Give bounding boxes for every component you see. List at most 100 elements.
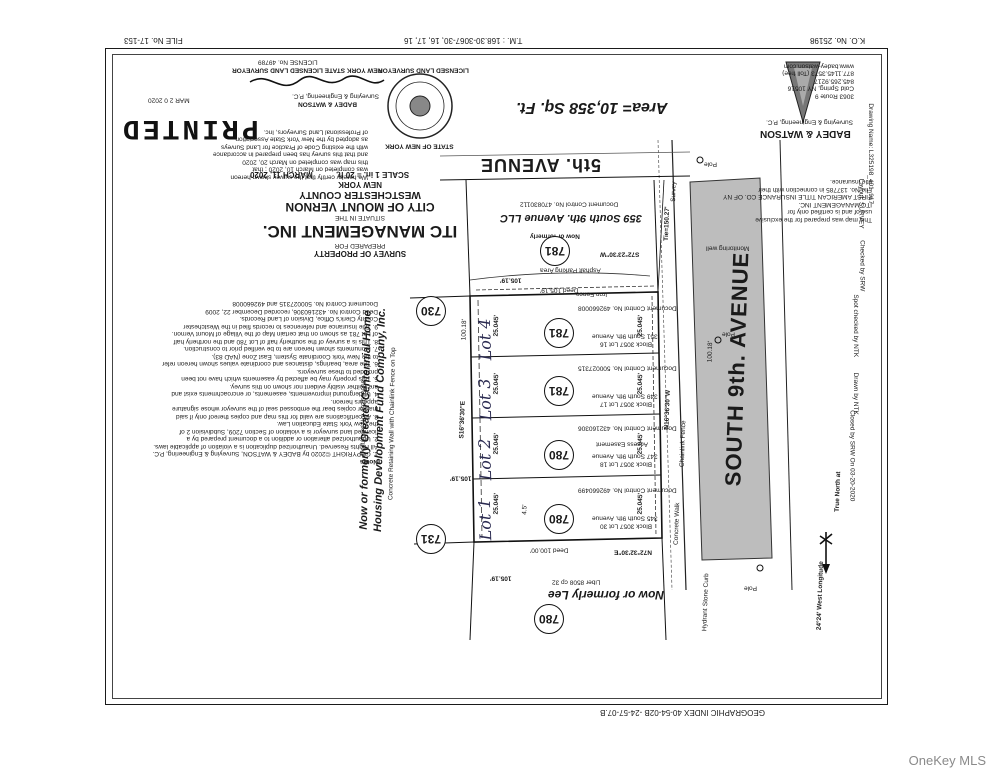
note-2c: the New York State Education Law. <box>276 420 378 428</box>
lot-number-circle: 730 <box>416 296 446 326</box>
dim-lot-depth-2: 105.19' <box>450 474 472 482</box>
title-line-1: SURVEY OF PROPERTY <box>313 249 407 258</box>
cert-line-4: and that this survey has been prepared i… <box>212 151 368 158</box>
lot-doc: Document Control No. 432160306 <box>578 424 677 432</box>
lot-number-circle: 780 <box>534 604 564 634</box>
surveyor-signature <box>249 75 385 87</box>
fifth-avenue-edge-2 <box>439 151 691 157</box>
lot-doc: Document Control No. 500027315 <box>578 364 677 372</box>
signer-sub: Surveying & Engineering, P.C. <box>292 92 379 100</box>
lot-doc: Document Control No. 492660008 <box>578 304 677 312</box>
lot-block: Block 3057 Lot 30 <box>600 522 653 530</box>
south-9th-avenue-roadway <box>689 177 773 561</box>
note-6: 6. The area, bearings, distances and coo… <box>162 360 378 368</box>
sidewalk-line <box>657 139 673 591</box>
firm-address-2: Cold Spring, NY 10516 <box>787 85 854 92</box>
pole-label: Pole <box>704 160 718 168</box>
title-situate: SITUATE IN THE <box>335 214 385 222</box>
utility-pole-2 <box>714 336 722 344</box>
drawn-by: Drawn by NTK <box>851 372 859 415</box>
prepared-for-note: This map was prepared for the exclusive … <box>723 178 872 224</box>
title-county: WESTCHESTER COUNTY <box>299 189 421 200</box>
spot-checked-by: Spot checked by NTK <box>852 294 860 358</box>
note-6b: to the New York Coordinate System, East … <box>211 353 378 360</box>
adjoiner-west-3: Document No. 492660008 <box>359 379 368 456</box>
note-3c: appears hereon. <box>330 398 378 405</box>
lot-number-circle: 780 <box>544 504 574 534</box>
checked-by: Checked by SRW <box>858 240 866 292</box>
seal-bottom-text: LICENSED LAND SURVEYOR <box>378 66 469 74</box>
lot-number-circle: 780 <box>544 440 574 470</box>
dim-frontage-4: 25.045' <box>636 314 645 337</box>
title-city: CITY OF MOUNT VERNON <box>285 200 435 214</box>
dim-bearing-rear: S16°36'30"E <box>458 400 467 439</box>
iron-fence-label: Iron Fence <box>576 290 608 298</box>
stamp-date: MAR 2 0 2020 <box>148 96 190 104</box>
title-block: SURVEY OF PROPERTY PREPARED FOR ITC MANA… <box>250 180 470 258</box>
road-edge-east <box>779 139 793 591</box>
area-label: Area= 10,358 Sq. Ft. <box>516 99 668 116</box>
note-1: 1. COPYRIGHT ©2020 by BADEY & WATSON, Su… <box>152 450 378 458</box>
dim-rear-2: 25.045' <box>492 432 501 455</box>
dim-total-rear: 100.18' <box>460 319 469 341</box>
note-4: 4. Underground improvements, easements, … <box>171 390 378 398</box>
prepared-note-2: use of and is certified only for <box>787 208 872 216</box>
fifth-avenue-edge <box>439 175 691 181</box>
firm-fax: 877.1145.3573 (Toll free) <box>782 70 854 77</box>
survey-label: Survey <box>670 181 678 202</box>
deed-label: Deed 105.19' <box>540 286 579 294</box>
dim-frontage-3: 25.045' <box>636 372 645 395</box>
title-state: NEW YORK <box>338 180 382 189</box>
firm-subtitle: Surveying & Engineering, P.C. <box>766 118 853 126</box>
dim-tie: Tie=150.27' <box>662 206 672 242</box>
asphalt-parking-label: Asphalt Parking Area <box>540 266 601 274</box>
pole-label-3: Pole <box>744 584 758 592</box>
note-8b: of Lot 781 as shown on that certain Map … <box>171 330 378 338</box>
hydrant-label: Hydrant <box>701 608 710 632</box>
firm-info: 3063 Route 9 Cold Spring, NY 10516 845.2… <box>744 62 854 100</box>
lot-line-1 <box>470 352 660 358</box>
note-5: 5. This property may be affected by ease… <box>181 375 378 383</box>
lot-number-circle: 781 <box>540 236 570 266</box>
lot-block: Block 3057 Lot 17 <box>600 400 653 408</box>
cert-line-3: this map was completed on March 20, 2020 <box>242 158 368 166</box>
note-4b: are neither visibly evident nor shown on… <box>229 383 378 390</box>
prepared-note-4: FIRST AMERICAN TITLE INSURANCE CO. OF NY <box>723 193 872 201</box>
firm-web: www.badey-watson.com <box>783 62 854 70</box>
utility-pole-1 <box>696 156 704 164</box>
concrete-walk-label: Concrete Walk <box>672 502 682 546</box>
chainlink-fence-label: Chainlink Fence <box>678 420 688 468</box>
cert-line-7: of Professional Land Surveyors, Inc. <box>263 128 368 136</box>
dim-total: 100.18' <box>706 341 715 363</box>
license-title: NEW YORK STATE LICENSED LAND SURVEYOR <box>232 66 383 74</box>
firm-phone: 845.265.9217 <box>814 77 854 85</box>
prepared-note-1: This map was prepared for the exclusive <box>755 216 872 223</box>
firm-logo-text: BADEY & WATSON <box>760 128 851 139</box>
firm-address-1: 3063 Route 9 <box>814 92 854 100</box>
adjoiner-south-2: 359 South 9th. Avenue LLC <box>500 212 643 224</box>
monitoring-well-label: Monitoring well <box>706 244 750 252</box>
cert-line-1: We hereby certify that the survey shown … <box>230 173 368 181</box>
lot-number-circle: 731 <box>416 524 446 554</box>
dim-lot-depth-3: 105.19' <box>500 276 522 284</box>
lot-number-circle: 781 <box>544 318 574 348</box>
cert-line-5: with the existing Code of Practice for L… <box>220 143 368 151</box>
lot-block: Block 3057 Lot 18 <box>600 460 653 468</box>
closed-by: Closed by SRW On 03-20-2020 <box>848 410 856 502</box>
adjoiner-north-line <box>469 541 475 641</box>
stone-curb-label: Stone Curb <box>702 573 711 607</box>
client-name: ITC MANAGEMENT INC. <box>262 222 458 242</box>
notes-title: Notes <box>359 458 378 465</box>
surveyor-seal <box>387 73 453 139</box>
note-5b: provided to these surveyors. <box>296 368 378 375</box>
front-fence <box>651 295 657 537</box>
note-ref-2: Document Control No. 500027315 and 49266… <box>232 300 378 308</box>
west-adjoiner-line <box>409 295 471 299</box>
adjoiner-north-liber: Liber 8508 cp 32 <box>552 578 601 586</box>
fifth-avenue-label: 5th. AVENUE <box>480 155 602 175</box>
dim-rear-3: 25.045' <box>492 372 501 395</box>
dim-rear-1: 25.045' <box>492 492 501 515</box>
lot-address: 347 South 9th. Avenue <box>592 452 658 460</box>
title-line-2: PREPARED FOR <box>334 242 386 249</box>
